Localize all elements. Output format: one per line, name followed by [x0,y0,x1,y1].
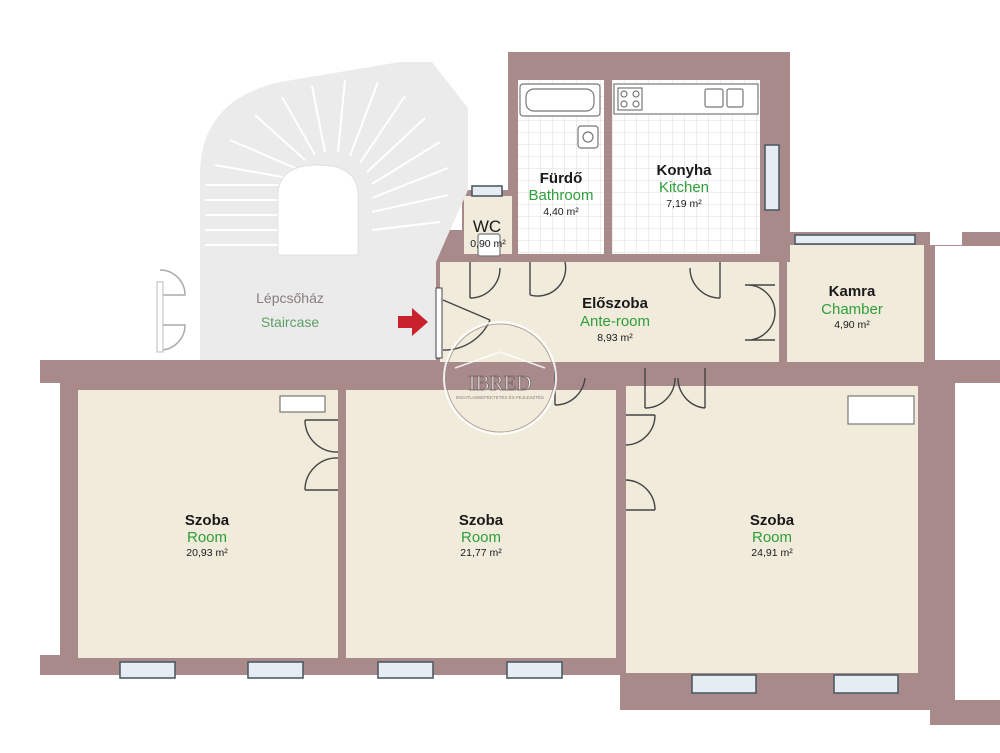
svg-text:Kamra: Kamra [829,283,876,300]
anteroom-floor [440,262,779,362]
svg-text:Room: Room [187,529,227,546]
windows [119,144,916,694]
svg-text:Ante-room: Ante-room [580,313,650,330]
svg-text:4,40 m²: 4,40 m² [543,206,579,218]
staircase-name-en: Staircase [261,314,320,330]
room-label-room2: Szoba Room 21,77 m² [459,512,504,559]
svg-text:7,19 m²: 7,19 m² [666,198,702,210]
staircase-label: Lépcsőház Staircase [256,290,324,330]
room-label-bathroom: Fürdő Bathroom 4,40 m² [528,170,593,218]
watermark-sub-text: INGATLANBEFEKTETÉS ÉS FEJLESZTÉS [456,394,544,400]
room-label-room1: Szoba Room 20,93 m² [185,512,230,559]
svg-text:8,93 m²: 8,93 m² [597,332,633,344]
room-label-room3: Szoba Room 24,91 m² [750,512,795,559]
staircase-name-hu: Lépcsőház [256,290,324,306]
svg-text:Kitchen: Kitchen [659,179,709,196]
svg-text:Szoba: Szoba [459,512,504,529]
svg-text:20,93 m²: 20,93 m² [186,547,228,559]
svg-text:Szoba: Szoba [185,512,230,529]
svg-text:Bathroom: Bathroom [528,187,593,204]
arrow-right-icon [398,308,428,336]
svg-text:Room: Room [752,529,792,546]
room2-floor [346,390,616,658]
svg-text:Room: Room [461,529,501,546]
svg-text:Előszoba: Előszoba [582,295,649,312]
watermark-logo: IBRED INGATLANBEFEKTETÉS ÉS FEJLESZTÉS [443,321,557,435]
watermark-main-text: IBRED [469,371,532,395]
room-label-anteroom: Előszoba Ante-room 8,93 m² [580,295,650,344]
svg-text:24,91 m²: 24,91 m² [751,547,793,559]
room-label-chamber: Kamra Chamber 4,90 m² [821,283,883,331]
svg-text:21,77 m²: 21,77 m² [460,547,502,559]
room1-floor [78,390,338,658]
wc-label: WC 0,90 m² [470,217,506,250]
room-label-kitchen: Konyha Kitchen 7,19 m² [656,162,712,210]
wc-name: WC [473,217,501,236]
fixtures [279,83,915,425]
staircase [156,62,468,360]
svg-text:4,90 m²: 4,90 m² [834,319,870,331]
chamber-floor [787,245,924,362]
wc-area: 0,90 m² [470,238,506,250]
svg-text:Szoba: Szoba [750,512,795,529]
svg-text:Fürdő: Fürdő [540,170,583,187]
svg-text:Konyha: Konyha [656,162,712,179]
svg-text:Chamber: Chamber [821,301,883,318]
room3-floor [626,386,918,673]
